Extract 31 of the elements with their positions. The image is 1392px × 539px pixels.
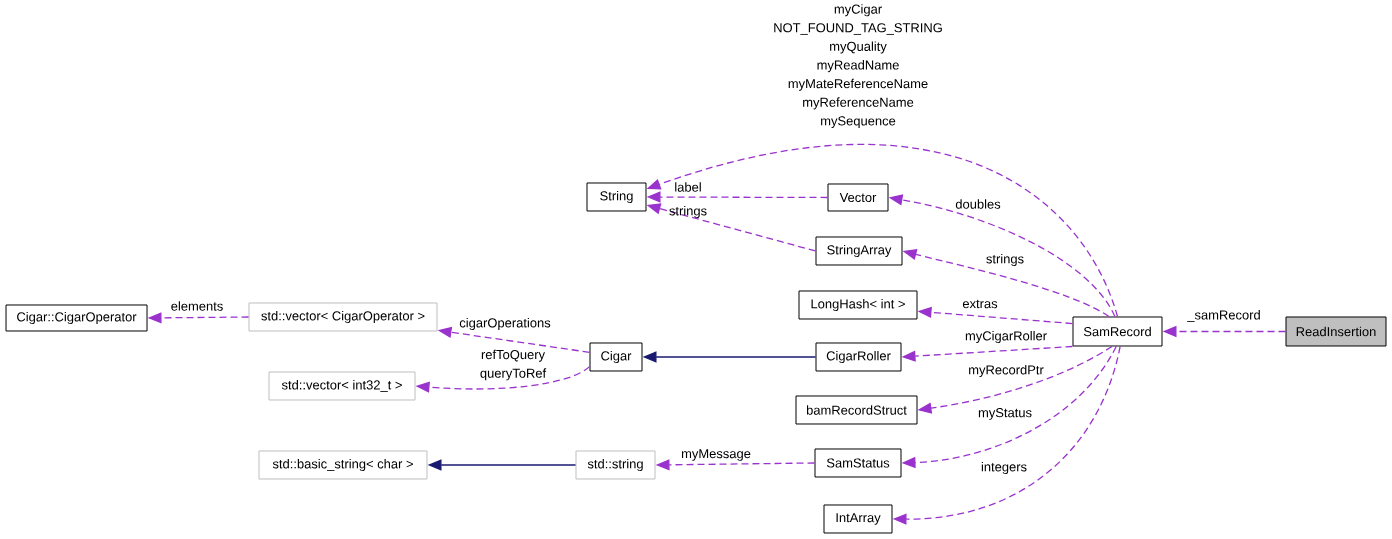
edge-label: extras	[962, 299, 998, 309]
class-box: Vector	[827, 183, 889, 212]
edge-label: strings	[669, 205, 707, 219]
edge-label: myStatus	[978, 408, 1032, 420]
class-box: LongHash< int >	[798, 290, 918, 320]
edge-label: elements	[171, 301, 223, 311]
class-box: StringArray	[815, 236, 903, 266]
edge-label: myCigarRoller	[965, 330, 1047, 344]
class-box: ReadInsertion	[1285, 316, 1387, 347]
class-box: String	[586, 182, 647, 212]
class-box: bamRecordStruct	[795, 395, 918, 425]
class-box: std::string	[575, 450, 656, 480]
edge-label: refToQuery queryToRef	[480, 349, 547, 381]
class-box: std::vector< CigarOperator >	[248, 302, 438, 332]
edge-label: label	[675, 182, 701, 192]
edge-label: myRecordPtr	[969, 364, 1044, 378]
class-box: SamStatus	[814, 448, 902, 478]
edge-label: _samRecord	[1187, 310, 1260, 322]
class-box: std::basic_string< char >	[258, 450, 428, 480]
edge-label: doubles	[955, 199, 1001, 209]
class-box: Cigar::CigarOperator	[5, 304, 148, 332]
edge-label: cigarOperations	[459, 317, 551, 331]
class-box: Cigar	[589, 342, 643, 372]
edge-label: myCigar NOT_FOUND_TAG_STRING myQuality myReadName myMateReferenceName myReferenceName mySequence	[774, 4, 942, 129]
class-box: IntArray	[823, 504, 893, 534]
class-box: SamRecord	[1072, 316, 1163, 347]
edge-label: strings	[986, 253, 1024, 267]
class-box: CigarRoller	[815, 342, 902, 372]
class-box: std::vector< int32_t >	[268, 371, 416, 401]
edge-label: myMessage	[681, 449, 751, 461]
edge-label: integers	[981, 461, 1027, 475]
